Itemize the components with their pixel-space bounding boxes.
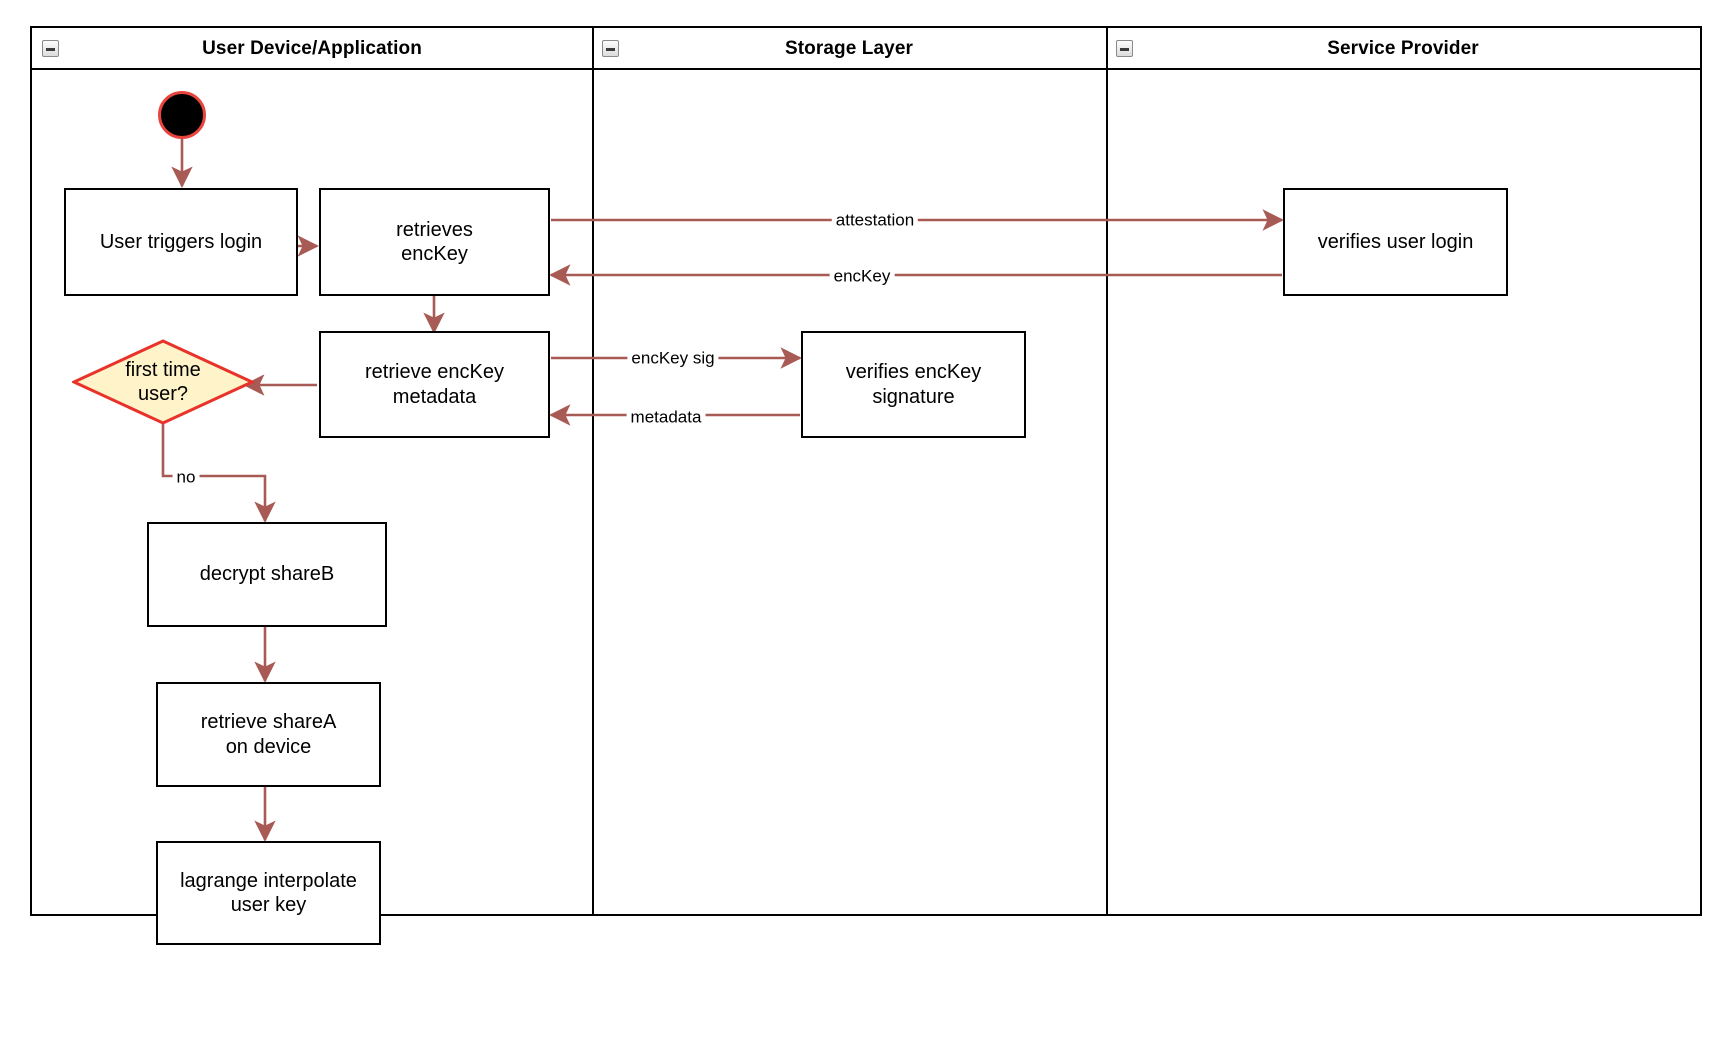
start-node[interactable] <box>158 91 206 139</box>
decision-diamond-shape <box>72 339 254 425</box>
node-first-time-user-label: first time user? <box>125 359 201 405</box>
node-first-time-user[interactable]: first time user? <box>72 339 254 425</box>
node-user-triggers-login[interactable]: User triggers login <box>64 188 298 296</box>
lane-storage-header: Storage Layer <box>592 28 1106 70</box>
edge-label-metadata: metadata <box>626 408 706 426</box>
lane-service-provider-header: Service Provider <box>1106 28 1700 70</box>
collapse-minus-icon[interactable] <box>602 40 619 57</box>
node-decrypt-shareb[interactable]: decrypt shareB <box>147 522 387 627</box>
edge-label-enckey: encKey <box>829 267 895 285</box>
lane-user-device-title: User Device/Application <box>202 38 422 59</box>
lane-user-device-header: User Device/Application <box>32 28 592 70</box>
lane-service-provider-title: Service Provider <box>1327 38 1479 59</box>
edge-label-attestation: attestation <box>831 211 919 229</box>
node-retrieves-enckey[interactable]: retrieves encKey <box>319 188 550 296</box>
node-retrieve-sharea-on-device[interactable]: retrieve shareA on device <box>156 682 381 787</box>
node-retrieve-enckey-metadata[interactable]: retrieve encKey metadata <box>319 331 550 438</box>
node-verifies-user-login[interactable]: verifies user login <box>1283 188 1508 296</box>
node-lagrange-interpolate-user-key[interactable]: lagrange interpolate user key <box>156 841 381 945</box>
collapse-minus-icon[interactable] <box>1116 40 1133 57</box>
edge-label-no: no <box>172 468 200 486</box>
swimlane-pool: User Device/Application Storage Layer Se… <box>30 26 1702 916</box>
collapse-minus-icon[interactable] <box>42 40 59 57</box>
lane-storage[interactable]: Storage Layer <box>592 28 1106 914</box>
lane-service-provider[interactable]: Service Provider <box>1106 28 1700 914</box>
node-verifies-enckey-signature[interactable]: verifies encKey signature <box>801 331 1026 438</box>
lane-divider-1 <box>592 28 594 914</box>
edge-label-enckey-sig: encKey sig <box>627 349 719 367</box>
lane-storage-title: Storage Layer <box>784 38 914 59</box>
lane-divider-2 <box>1106 28 1108 914</box>
